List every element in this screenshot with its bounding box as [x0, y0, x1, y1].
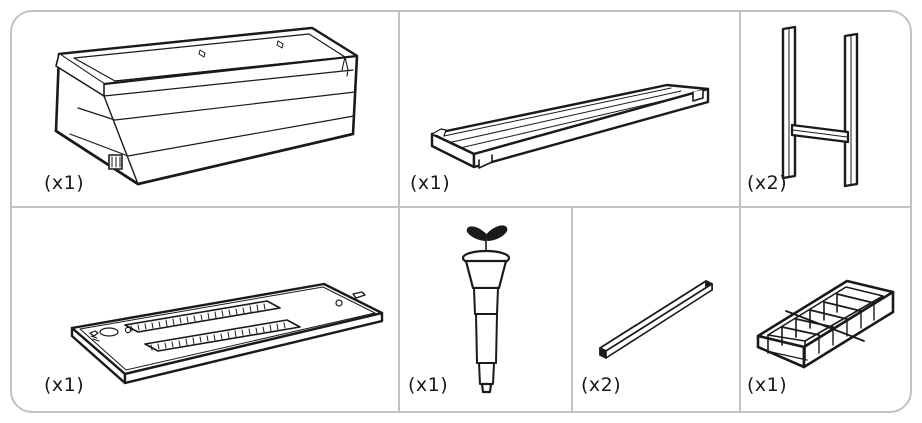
part-cell-seed-tray: (x1) [741, 208, 910, 411]
part-cell-deck-panel: (x1) [400, 12, 739, 206]
quantity-label: (x1) [747, 374, 788, 396]
grid-divider-bottom-1 [398, 208, 400, 411]
part-cell-water-gauge: (x1) [400, 208, 571, 411]
quantity-label: (x1) [410, 172, 451, 194]
grid-divider-top-1 [398, 12, 400, 206]
quantity-label: (x2) [581, 374, 622, 396]
quantity-label: (x1) [44, 374, 85, 396]
part-cell-leg-frame: (x2) [741, 12, 910, 206]
parts-grid-border [10, 10, 912, 413]
part-cell-planter-box: (x1) [12, 12, 398, 206]
grid-divider-top-2 [739, 12, 741, 206]
part-cell-vent-panel: (x1) [12, 208, 398, 411]
quantity-label: (x2) [747, 172, 788, 194]
grid-row-divider [10, 206, 912, 208]
quantity-label: (x1) [44, 172, 85, 194]
grid-divider-bottom-2 [571, 208, 573, 411]
grid-divider-bottom-3 [739, 208, 741, 411]
deck-panel-icon [400, 12, 739, 206]
quantity-label: (x1) [408, 374, 449, 396]
part-cell-support-rail: (x2) [573, 208, 739, 411]
